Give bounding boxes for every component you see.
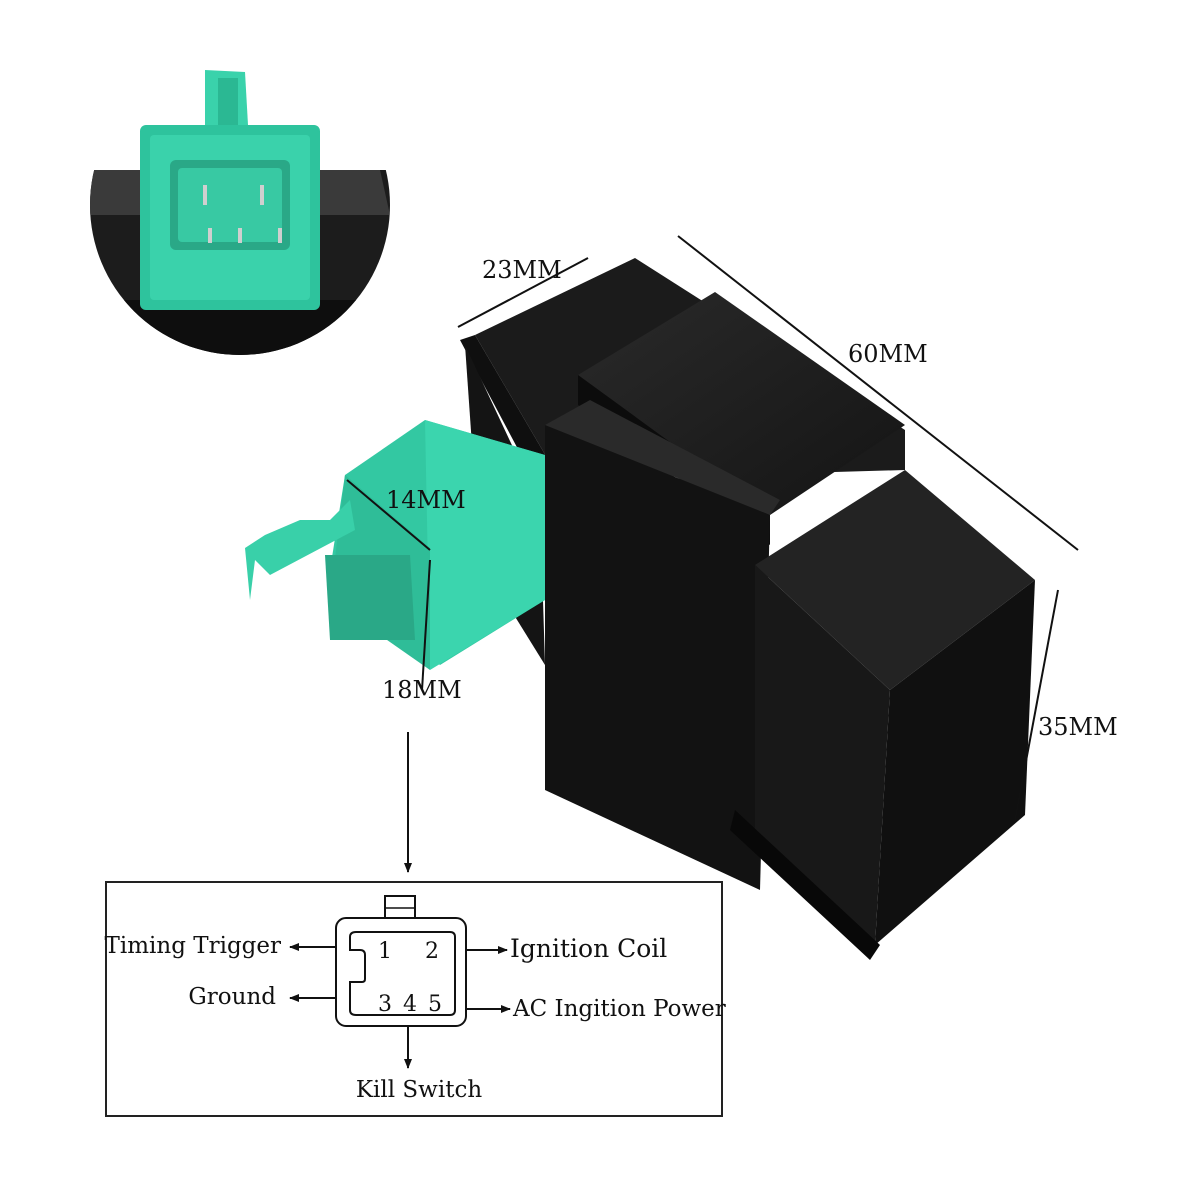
pin-2: 2 (425, 939, 439, 964)
pin-4: 4 (403, 992, 417, 1017)
pinout-latch (384, 895, 416, 919)
label-ground: Ground (188, 984, 276, 1010)
label-ac-power: AC Ingition Power (512, 996, 726, 1022)
dim-label-35mm: 35MM (1038, 713, 1118, 741)
connector-closeup (140, 70, 320, 310)
pin-1: 1 (378, 939, 392, 964)
pinout-diagram: 1 2 3 4 5 Timing Trigger Ground Ignition… (105, 881, 726, 1117)
pinout-housing-inner (349, 931, 456, 1016)
label-kill-switch: Kill Switch (356, 1077, 482, 1103)
label-ignition-coil: Ignition Coil (510, 934, 667, 963)
label-timing-trigger: Timing Trigger (105, 933, 281, 959)
dim-label-18mm: 18MM (382, 676, 462, 704)
dim-label-14mm: 14MM (386, 486, 466, 514)
dim-line-60mm (677, 235, 1079, 551)
cdi-unit (245, 258, 1035, 960)
cdi-connector (245, 420, 545, 670)
dim-line-23mm (457, 257, 589, 328)
dim-line-18mm (421, 559, 431, 691)
dim-label-60mm: 60MM (848, 340, 928, 368)
connector-closeup-inset (90, 55, 390, 355)
dim-label-23mm: 23MM (482, 256, 562, 284)
pinout-housing-outer (335, 917, 467, 1027)
dim-line-35mm (1014, 589, 1059, 821)
dim-line-14mm (346, 479, 431, 551)
dimension-lines (346, 235, 1079, 821)
pin-3: 3 (378, 992, 392, 1017)
pin-5: 5 (428, 992, 442, 1017)
